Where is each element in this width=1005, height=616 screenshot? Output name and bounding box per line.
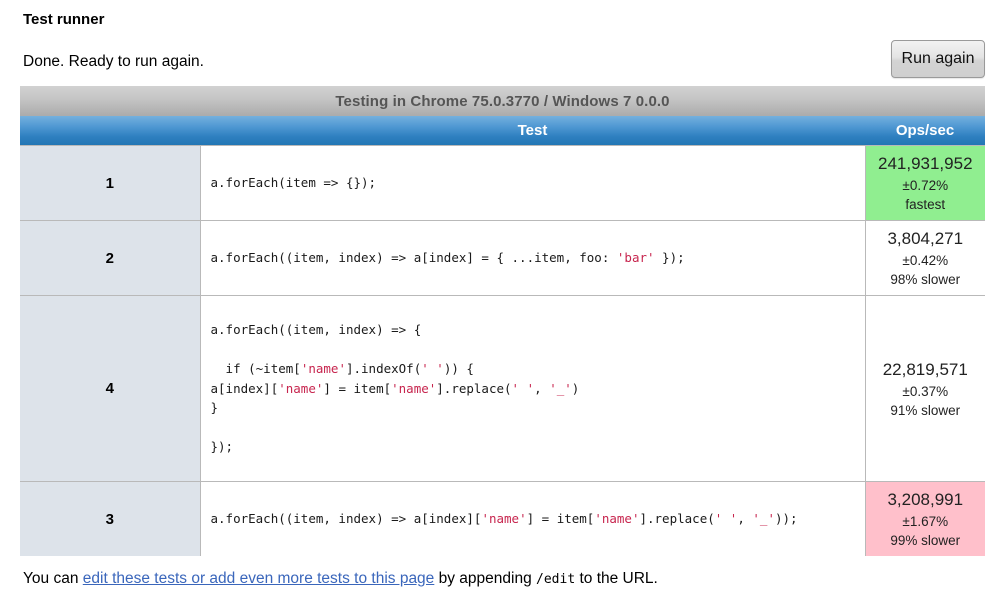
- ops-comparison-note: 91% slower: [890, 402, 961, 418]
- code-token: ,: [737, 511, 753, 527]
- row-index: 2: [20, 220, 201, 296]
- row-ops-cell: 241,931,952 ±0.72% fastest: [865, 145, 986, 221]
- results-table: Testing in Chrome 75.0.3770 / Windows 7 …: [20, 86, 986, 556]
- code-token: });: [210, 439, 234, 455]
- code-string-token: '_': [752, 511, 775, 527]
- table-header-row: Test Ops/sec: [20, 116, 986, 146]
- code-block: a.forEach((item, index) => a[index] = { …: [211, 248, 865, 268]
- code-string-token: 'name': [278, 380, 324, 396]
- column-header-test[interactable]: Test: [200, 116, 865, 146]
- code-string-token: 'name': [594, 511, 640, 527]
- row-index: 4: [20, 295, 201, 482]
- code-string-token: ' ': [421, 361, 444, 377]
- table-caption-row: Testing in Chrome 75.0.3770 / Windows 7 …: [20, 86, 986, 116]
- column-header-ops[interactable]: Ops/sec: [865, 116, 986, 146]
- results-body: 1 a.forEach(item => {}); 241,931,952 ±0.72%…: [20, 145, 986, 556]
- ops-value: 3,804,271: [887, 229, 964, 248]
- code-token: if (~item[: [210, 361, 301, 377]
- row-test-code: a.forEach((item, index) => a[index]['nam…: [200, 481, 866, 556]
- row-test-code: a.forEach((item, index) => a[index] = { …: [200, 220, 866, 296]
- row-index: 3: [20, 481, 201, 556]
- code-token: )) {: [443, 361, 474, 377]
- code-token: }: [210, 400, 219, 416]
- footer-middle: by appending: [434, 570, 537, 587]
- row-ops-cell: 22,819,571 ±0.37% 91% slower: [865, 295, 986, 482]
- row-ops-cell: 3,804,271 ±0.42% 98% slower: [865, 220, 986, 296]
- code-token: a.forEach((item, index) => a[index] = { …: [210, 250, 617, 266]
- code-token: ): [571, 380, 580, 396]
- footer-note: You can edit these tests or add even mor…: [20, 556, 985, 591]
- ops-value: 22,819,571: [882, 359, 968, 379]
- code-string-token: '_': [549, 380, 572, 396]
- footer-prefix: You can: [23, 570, 83, 587]
- row-test-code: a.forEach((item, index) => { if (~item['…: [200, 295, 866, 482]
- ops-margin-of-error: ±1.67%: [902, 514, 949, 529]
- edit-tests-link[interactable]: edit these tests or add even more tests …: [82, 570, 435, 587]
- testing-environment-caption: Testing in Chrome 75.0.3770 / Windows 7 …: [20, 86, 986, 116]
- code-token: ].replace(: [436, 380, 512, 396]
- code-token: ] = item[: [323, 380, 392, 396]
- ops-value: 3,208,991: [887, 490, 964, 509]
- code-token: ].indexOf(: [345, 361, 422, 377]
- code-string-token: 'name': [481, 511, 527, 527]
- code-token: ] = item[: [526, 511, 595, 527]
- row-ops-cell: 3,208,991 ±1.67% 99% slower: [865, 481, 986, 556]
- ops-value: 241,931,952: [877, 154, 973, 173]
- row-test-code: a.forEach(item => {});: [200, 145, 866, 221]
- ops-comparison-note: fastest: [905, 197, 946, 212]
- ops-comparison-note: 99% slower: [890, 533, 961, 548]
- table-row: 2 a.forEach((item, index) => a[index] = {…: [20, 220, 986, 296]
- page-title: Test runner: [23, 11, 105, 28]
- code-token: a.forEach((item, index) => a[index][: [210, 511, 482, 527]
- code-token: a.forEach((item, index) => {: [210, 322, 422, 338]
- code-token: });: [654, 250, 685, 266]
- code-token: ,: [534, 380, 550, 396]
- ops-margin-of-error: ±0.72%: [902, 178, 949, 193]
- code-string-token: 'bar': [616, 250, 655, 266]
- column-header-index: [20, 116, 200, 146]
- ops-comparison-note: 98% slower: [890, 272, 961, 287]
- status-row: Done. Ready to run again. Run again: [20, 30, 985, 86]
- status-text: Done. Ready to run again.: [23, 53, 204, 70]
- ops-margin-of-error: ±0.37%: [902, 383, 949, 399]
- code-string-token: 'name': [391, 380, 437, 396]
- code-token: ));: [774, 511, 798, 527]
- code-block: a.forEach((item, index) => { if (~item['…: [211, 320, 865, 457]
- row-index: 1: [20, 145, 201, 221]
- test-runner-page: Test runner Done. Ready to run again. Ru…: [20, 11, 986, 591]
- code-string-token: 'name': [300, 361, 346, 377]
- code-string-token: ' ': [714, 511, 738, 527]
- run-again-button[interactable]: Run again: [891, 40, 985, 78]
- code-block: a.forEach(item => {});: [211, 173, 865, 193]
- code-string-token: ' ': [511, 380, 535, 396]
- ops-margin-of-error: ±0.42%: [902, 253, 949, 268]
- code-token: ].replace(: [639, 511, 715, 527]
- footer-suffix: to the URL.: [575, 570, 658, 587]
- footer-edit-path: /edit: [536, 572, 576, 587]
- table-row: 1 a.forEach(item => {}); 241,931,952 ±0.72%…: [20, 145, 986, 221]
- code-token: a[index][: [210, 380, 279, 396]
- code-token: a.forEach(item => {});: [210, 175, 377, 191]
- code-block: a.forEach((item, index) => a[index]['nam…: [211, 509, 865, 529]
